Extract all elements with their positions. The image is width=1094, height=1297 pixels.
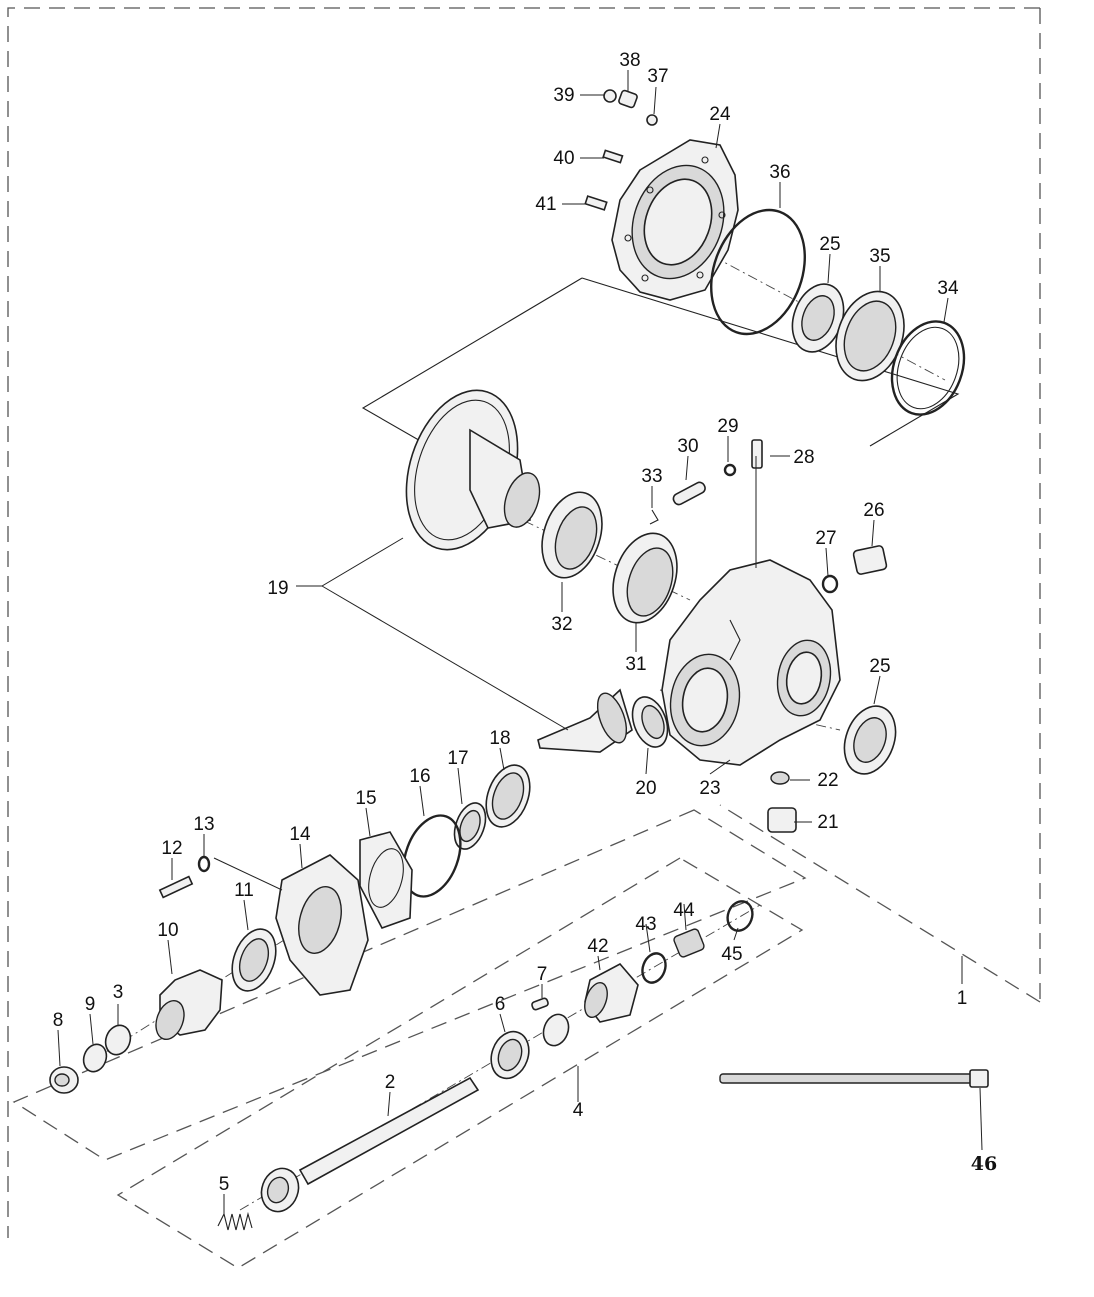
subassembly-box-shaft [116, 857, 804, 1269]
label-part-32: 32 [551, 614, 572, 635]
label-part-44: 44 [673, 900, 695, 921]
label-part-29: 29 [717, 416, 738, 437]
o-ring-16 [402, 814, 462, 898]
nut-8 [49, 1066, 79, 1094]
needle-bearing-31 [612, 532, 678, 624]
label-part-15: 15 [355, 788, 376, 809]
label-part-13: 13 [193, 814, 214, 835]
label-part-5: 5 [219, 1174, 230, 1195]
o-ring-36 [710, 208, 806, 336]
pin-7-collar [531, 997, 570, 1047]
label-part-40: 40 [553, 148, 574, 169]
label-part-6: 6 [495, 994, 506, 1015]
bearing-18 [485, 764, 531, 828]
label-part-8: 8 [53, 1010, 64, 1031]
snap-ring-45 [726, 900, 754, 932]
label-part-35: 35 [869, 246, 890, 267]
ring-gear-19 [405, 389, 541, 551]
sleeve-6 [490, 1030, 530, 1080]
label-part-7: 7 [537, 964, 548, 985]
fasteners-37-41 [584, 89, 658, 211]
label-part-11: 11 [234, 880, 254, 901]
leader-lines [57, 70, 983, 1214]
label-part-41: 41 [535, 194, 556, 215]
label-part-28: 28 [793, 447, 814, 468]
label-part-30: 30 [677, 436, 698, 457]
label-part-4: 4 [573, 1100, 584, 1121]
label-part-26: 26 [863, 500, 884, 521]
label-part-19: 19 [267, 578, 288, 599]
label-part-43: 43 [635, 914, 656, 935]
label-part-9: 9 [85, 994, 96, 1015]
label-part-14: 14 [289, 824, 311, 845]
seal-17 [453, 802, 487, 850]
part-labels: 1 2 3 4 5 6 7 8 9 10 11 12 13 14 15 16 1… [53, 50, 998, 1195]
label-part-3: 3 [113, 982, 124, 1003]
label-part-20: 20 [635, 778, 656, 799]
label-part-39: 39 [553, 85, 574, 106]
seal-25-upper [791, 283, 845, 353]
spring-44 [673, 928, 705, 958]
bearing-32 [541, 491, 603, 579]
label-part-2: 2 [385, 1072, 396, 1093]
label-part-12: 12 [161, 838, 182, 859]
washer-9 [82, 1043, 108, 1073]
label-part-16: 16 [409, 766, 430, 787]
shaft-2 [260, 1076, 480, 1213]
label-part-18: 18 [489, 728, 510, 749]
label-part-21: 21 [817, 812, 838, 833]
label-part-45: 45 [721, 944, 742, 965]
housing-14 [275, 854, 369, 996]
assembly-boundary [7, 7, 1041, 1238]
seal-25-lower [843, 705, 897, 775]
label-part-17: 17 [447, 748, 468, 769]
label-part-37: 37 [647, 66, 668, 87]
bolt-12-washer-13 [158, 855, 211, 899]
label-part-22: 22 [817, 770, 838, 791]
label-part-27: 27 [815, 528, 836, 549]
label-part-31: 31 [625, 654, 646, 675]
cable-tie-46 [719, 1069, 989, 1088]
washer-3 [104, 1024, 132, 1056]
rear-cover-24 [611, 139, 739, 301]
plugs-21-22-26-27 [767, 545, 888, 833]
bearing-20 [631, 696, 669, 748]
label-part-33: 33 [641, 466, 662, 487]
cam-42 [584, 962, 639, 1023]
label-part-23: 23 [699, 778, 720, 799]
spring-5 [217, 1211, 253, 1231]
label-part-24: 24 [709, 104, 731, 125]
seal-11 [231, 928, 277, 992]
label-part-42: 42 [587, 936, 608, 957]
shim-34 [890, 320, 966, 416]
label-part-38: 38 [619, 50, 640, 71]
housing-23 [661, 559, 841, 766]
label-part-34: 34 [937, 278, 959, 299]
label-part-25-lower: 25 [869, 656, 890, 677]
small-parts-28-33 [649, 439, 763, 525]
label-part-25-upper: 25 [819, 234, 840, 255]
bearing-35 [835, 290, 905, 382]
snap-ring-43 [641, 952, 667, 984]
flange-10 [155, 969, 223, 1041]
label-part-46: 46 [971, 1153, 997, 1175]
drive-pinion-19 [537, 688, 633, 753]
label-part-1: 1 [957, 988, 968, 1009]
label-part-10: 10 [157, 920, 178, 941]
gasket-15 [359, 831, 413, 929]
label-part-36: 36 [769, 162, 790, 183]
